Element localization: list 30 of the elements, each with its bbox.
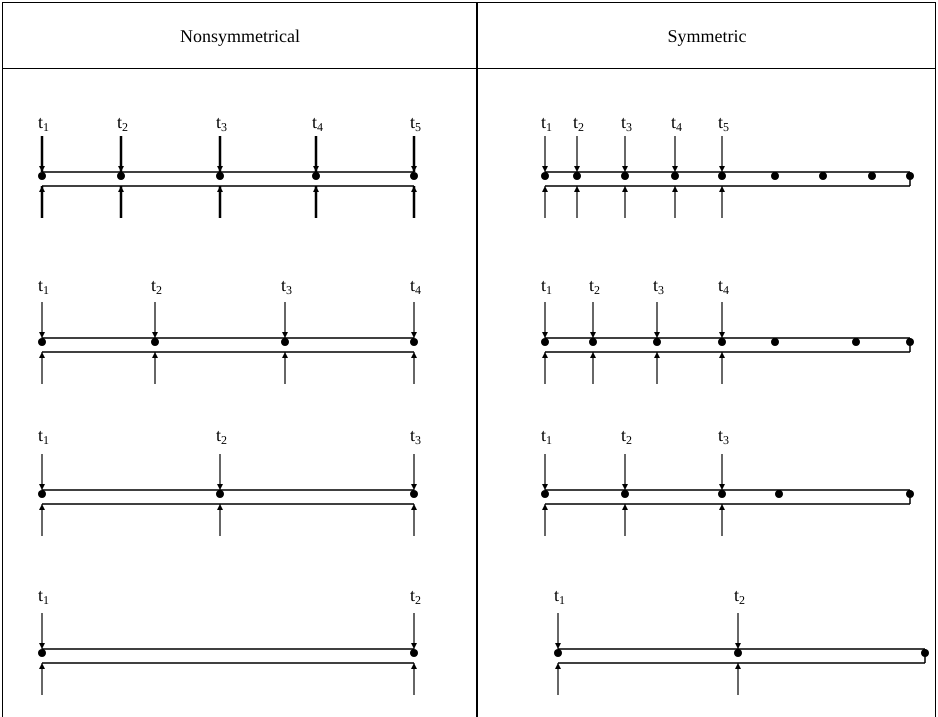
time-label: t$_{2}$ (216, 425, 228, 445)
time-label: t$_{1}$ (541, 425, 552, 445)
time-label: t$_{4}$ (312, 112, 324, 132)
time-label: t$_{3}$ (216, 112, 228, 132)
time-label: t$_{2}$ (589, 275, 600, 295)
time-label: t$_{3}$ (281, 275, 292, 295)
time-label: t$_{3}$ (621, 112, 632, 132)
time-label: t$_{4}$ (410, 275, 422, 295)
column-header: Symmetric (668, 26, 746, 46)
time-label: t$_{1}$ (554, 585, 566, 605)
time-label: t$_{2}$ (734, 585, 746, 605)
time-label: t$_{4}$ (671, 112, 682, 132)
time-label: t$_{2}$ (573, 112, 584, 132)
time-label: t$_{1}$ (541, 112, 552, 132)
time-label: t$_{3}$ (653, 275, 664, 295)
column-header: Nonsymmetrical (180, 26, 300, 46)
time-label: t$_{4}$ (718, 275, 730, 295)
time-label: t$_{1}$ (38, 112, 50, 132)
time-label: t$_{2}$ (117, 112, 128, 132)
time-label: t$_{1}$ (541, 275, 552, 295)
time-label: t$_{5}$ (410, 112, 422, 132)
time-label: t$_{1}$ (38, 275, 50, 295)
time-label: t$_{3}$ (718, 425, 730, 445)
time-label: t$_{2}$ (621, 425, 632, 445)
time-label: t$_{2}$ (151, 275, 162, 295)
time-label: t$_{3}$ (410, 425, 422, 445)
time-label: t$_{2}$ (410, 585, 422, 605)
time-label: t$_{1}$ (38, 425, 50, 445)
time-label: t$_{5}$ (718, 112, 730, 132)
time-label: t$_{1}$ (38, 585, 50, 605)
